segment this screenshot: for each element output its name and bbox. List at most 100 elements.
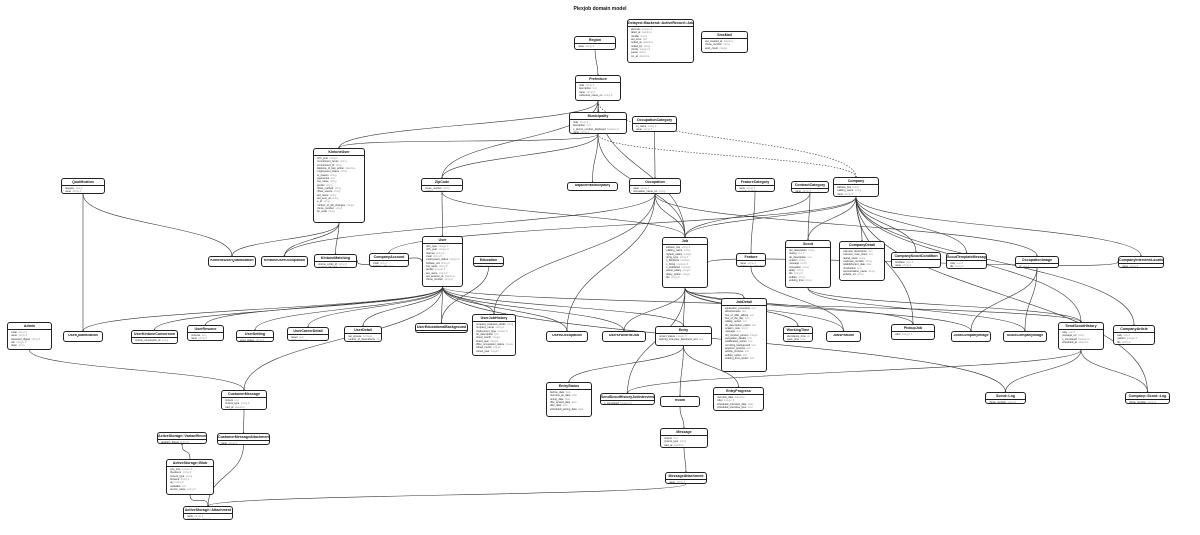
entity-name: SendScoutHistory <box>1059 323 1103 331</box>
attribute-type: boolean # <box>607 127 619 131</box>
relationship-edge <box>82 286 443 332</box>
attribute-type: string # <box>955 265 964 269</box>
entity-name: ActiveStorage::Blob <box>167 460 213 468</box>
attribute-name: job_description <box>475 333 493 337</box>
relationship-edge <box>855 196 1142 257</box>
entity-name: ZipCode <box>422 179 462 187</box>
attribute-name: name <box>635 128 643 132</box>
attribute-type: string <box>859 256 866 260</box>
attribute-name: last_sent_at <box>316 197 331 201</box>
entity-name: Region <box>575 37 615 45</box>
relationship-edge <box>807 287 1082 323</box>
entity-name: CompanyInterviewLocation <box>1119 258 1163 265</box>
attribute-type: text <box>742 320 747 324</box>
entity-users-occupation: UsersOccupation <box>546 331 588 342</box>
attribute-name: firebase_uid <box>425 261 440 265</box>
attribute-name: message <box>788 262 800 266</box>
relationship-edge <box>855 196 917 253</box>
attribute-name: first_name <box>425 265 438 269</box>
entity-name: Message <box>661 429 707 437</box>
attribute-name: employment_status <box>425 258 449 262</box>
entity-room: Room <box>660 396 700 407</box>
entity-name: UserQualification <box>68 334 98 338</box>
entity-working-time: WorkingTimeattendance_timetimeleave_time… <box>783 326 813 342</box>
attribute-name: description <box>572 124 586 128</box>
attribute-name: gender <box>316 183 325 187</box>
relationship-edge <box>654 193 686 238</box>
attribute-name: is_completed <box>1061 337 1077 341</box>
attribute-name: queue <box>630 51 638 55</box>
attribute-name: content <box>663 436 673 440</box>
attribute-type: integer # <box>438 244 449 248</box>
attribute-type: text <box>234 398 239 402</box>
attribute-name: search_operator <box>738 190 758 192</box>
attribute-type: string <box>865 260 872 264</box>
attribute-type: string # <box>1122 340 1131 344</box>
attribute-name: is_completed <box>603 401 619 405</box>
entity-name: Occupation <box>630 179 680 187</box>
attribute-name: capital_stock <box>842 256 858 260</box>
attribute-name: is_published <box>665 266 680 270</box>
entity-name: CustomerMessage <box>222 391 266 399</box>
attribute-type: datetime <box>643 41 654 45</box>
attribute-type: integer # <box>449 258 460 262</box>
attribute-type: text <box>744 317 750 321</box>
entity-name: MessageAttachment <box>666 473 706 481</box>
attribute-name: flow_of_offer_talking <box>724 313 749 317</box>
attribute-name: scheduled_at <box>1061 341 1077 345</box>
attribute-type: text <box>868 253 873 257</box>
entity-name: UserSetting <box>237 331 273 339</box>
attribute-name: highest_salary <box>665 252 683 256</box>
attribute-type: json <box>201 333 207 337</box>
attribute-type: text <box>857 266 862 270</box>
attribute-name: first_name <box>316 180 329 184</box>
attribute-type: text <box>807 255 812 259</box>
diagram-title: Plexjob domain model <box>573 6 627 12</box>
attribute-type: string # <box>436 251 445 255</box>
relationship-edge <box>684 196 857 238</box>
